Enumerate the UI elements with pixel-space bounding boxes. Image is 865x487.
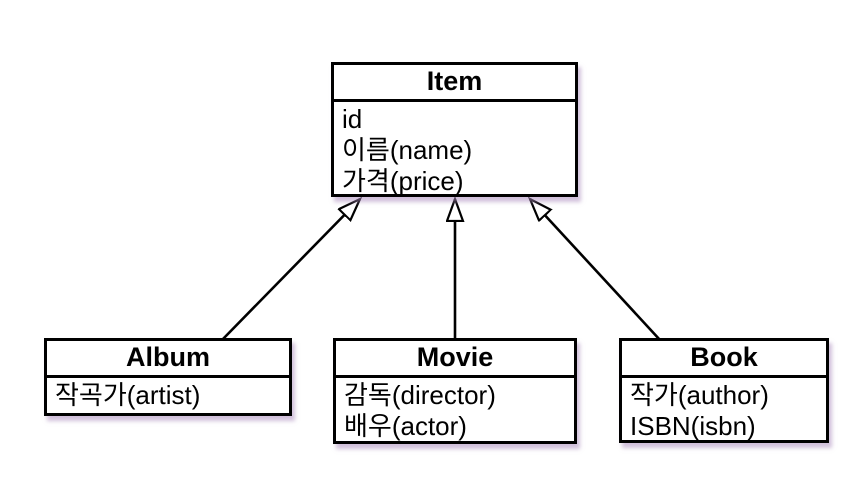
class-box-book: Book 작가(author) ISBN(isbn) [619,338,829,443]
class-attribute: 배우(actor) [344,411,467,441]
class-attributes-item: id 이름(name) 가격(price) [334,102,575,199]
class-box-movie: Movie 감독(director) 배우(actor) [333,338,577,444]
class-attribute: id [342,104,363,134]
class-title-movie: Movie [336,341,574,378]
class-title-item: Item [334,65,575,102]
class-attribute: ISBN(isbn) [630,411,756,441]
class-attributes-book: 작가(author) ISBN(isbn) [622,378,826,444]
generalization-arrow-book-to-item [530,199,661,341]
class-title-album: Album [47,341,289,378]
class-attributes-album: 작곡가(artist) [47,378,289,413]
class-box-item: Item id 이름(name) 가격(price) [331,62,578,197]
class-attribute: 작곡가(artist) [55,380,201,410]
generalization-arrow-album-to-item [221,199,360,341]
class-attribute: 감독(director) [344,380,496,410]
class-title-book: Book [622,341,826,378]
class-attributes-movie: 감독(director) 배우(actor) [336,378,574,444]
class-attribute: 가격(price) [342,166,464,196]
class-attribute: 이름(name) [342,135,473,165]
class-box-album: Album 작곡가(artist) [44,338,292,416]
class-attribute: 작가(author) [630,380,769,410]
